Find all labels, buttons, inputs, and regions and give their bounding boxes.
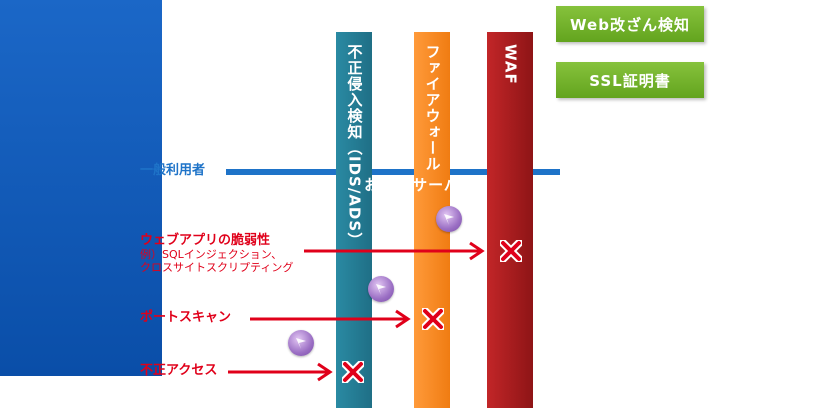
x-mark-icon bbox=[422, 308, 444, 330]
ids-column: 不正侵入検知（IDS/ADS） bbox=[336, 32, 372, 408]
magic-wand-icon bbox=[436, 206, 462, 232]
magic-wand-icon bbox=[288, 330, 314, 356]
firewall-column: ファイアウォール bbox=[414, 32, 450, 408]
ids-column-label: 不正侵入検知（IDS/ADS） bbox=[345, 44, 364, 249]
normal-user-label: 一般利用者 bbox=[140, 163, 206, 178]
webapp-vulnerability-example-2: クロスサイトスクリプティング bbox=[140, 260, 294, 274]
webapp-vulnerability-label: ウェブアプリの脆弱性 例）SQLインジェクション、 クロスサイトスクリプティング bbox=[140, 233, 294, 274]
portscan-label: ポートスキャン bbox=[140, 310, 232, 325]
unauthorized-access-arrow bbox=[228, 362, 333, 382]
magic-wand-icon bbox=[368, 276, 394, 302]
customer-server-block: お客様サーバー bbox=[0, 0, 475, 376]
firewall-column-label: ファイアウォール bbox=[423, 44, 442, 172]
webapp-vulnerability-title: ウェブアプリの脆弱性 bbox=[140, 233, 271, 248]
unauthorized-access-label: 不正アクセス bbox=[140, 363, 218, 378]
webapp-attack-arrow bbox=[304, 241, 485, 261]
web-tamper-detection-badge: Web改ざん検知 bbox=[556, 6, 704, 42]
waf-column-label: WAF bbox=[501, 44, 520, 85]
portscan-arrow bbox=[250, 309, 411, 329]
waf-column: WAF bbox=[487, 32, 533, 408]
normal-traffic-line bbox=[226, 150, 573, 194]
customer-server-label: お客様サーバー bbox=[364, 176, 476, 194]
x-mark-icon bbox=[342, 361, 364, 383]
ssl-certificate-badge: SSL証明書 bbox=[556, 62, 704, 98]
x-mark-icon bbox=[500, 240, 522, 262]
webapp-vulnerability-example-1: 例）SQLインジェクション、 bbox=[140, 247, 283, 261]
